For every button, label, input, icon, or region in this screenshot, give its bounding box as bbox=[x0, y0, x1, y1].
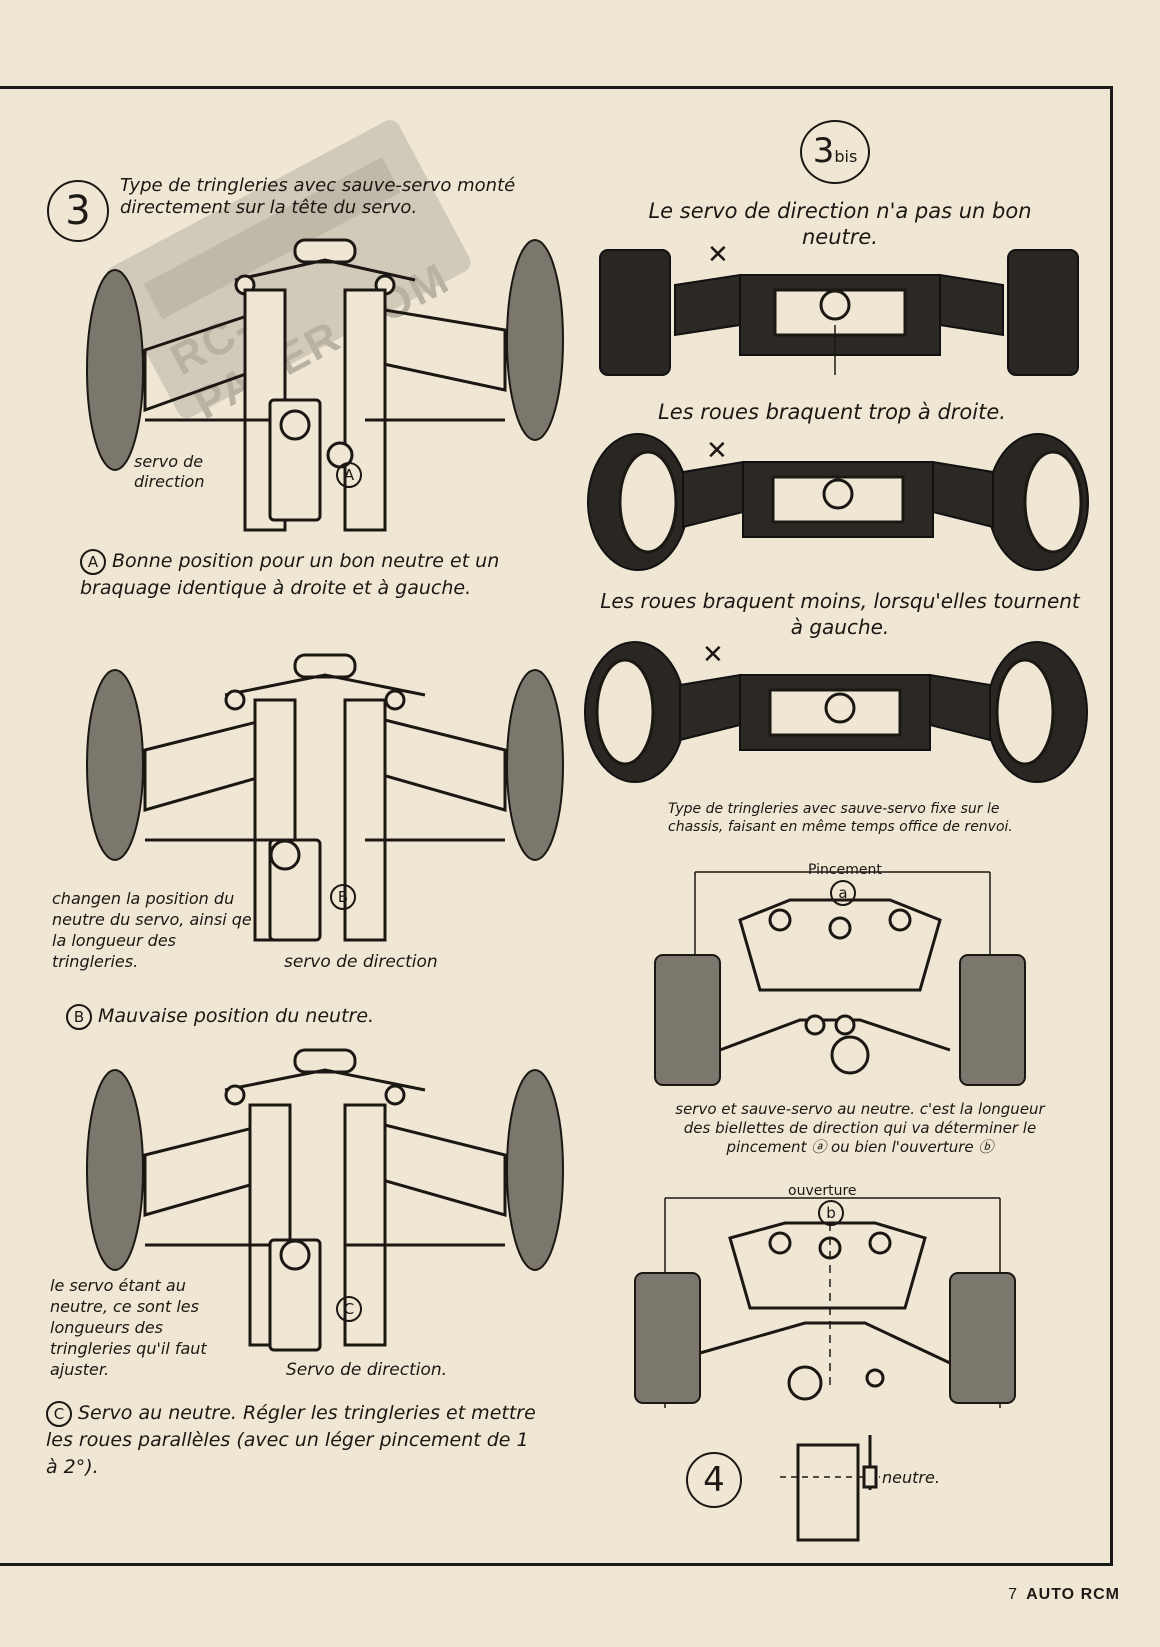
diagram-C-chassis bbox=[86, 1048, 564, 1352]
note-B-text: Mauvaise position du neutre. bbox=[98, 1005, 375, 1027]
section3bis-heading2: Les roues braquent trop à droite. bbox=[658, 400, 1006, 424]
marker-a: a bbox=[830, 880, 862, 906]
note-C-marker: C bbox=[46, 1401, 72, 1427]
neutre-label: neutre. bbox=[882, 1468, 940, 1487]
cross-mark-2: ✕ bbox=[706, 436, 728, 466]
servo-label-B: servo de direction bbox=[284, 952, 438, 972]
diagram-3bis-3 bbox=[584, 641, 1088, 783]
note-C-text: Servo au neutre. Régler les tringleries … bbox=[46, 1402, 536, 1478]
cross-mark-3: ✕ bbox=[702, 640, 724, 670]
servo-note-C: le servo étant au neutre, ce sont les lo… bbox=[50, 1276, 207, 1379]
diagram-3bis-1 bbox=[599, 249, 1079, 376]
ouverture-label: ouverture bbox=[788, 1183, 857, 1199]
diagram-pincement bbox=[654, 871, 1026, 1086]
section3bis-number: 3bis bbox=[800, 120, 870, 184]
note-B: B Mauvaise position du neutre. bbox=[66, 1004, 374, 1030]
page-frame bbox=[0, 86, 1113, 1566]
section3-number: 3 bbox=[47, 180, 109, 242]
marker-b: b bbox=[818, 1200, 850, 1226]
section3bis-heading1: Le servo de direction n'a pas un bon neu… bbox=[648, 199, 1032, 249]
pincement-label: Pincement bbox=[808, 862, 882, 878]
section4-number: 4 bbox=[686, 1452, 742, 1508]
cross-mark-1: ✕ bbox=[707, 240, 729, 270]
servo-label-A: servo de direction bbox=[134, 452, 205, 491]
marker-C: C bbox=[336, 1296, 368, 1322]
servo-neutre-diagram bbox=[780, 1435, 880, 1542]
diagram-B-chassis bbox=[86, 653, 564, 942]
diagram-ouverture bbox=[634, 1197, 1016, 1408]
page-number: 7 bbox=[1008, 1586, 1019, 1603]
marker-B: B bbox=[330, 884, 362, 910]
servo-label-C: Servo de direction. bbox=[286, 1360, 448, 1380]
diagram-A-chassis bbox=[86, 238, 564, 532]
marker-A: A bbox=[336, 462, 368, 488]
magazine-name: AUTO RCM bbox=[1026, 1586, 1120, 1603]
note-A-marker: A bbox=[80, 549, 106, 575]
section3bis-heading3: Les roues braquent moins, lorsqu'elles t… bbox=[600, 589, 1080, 639]
section3bis-suffix: bis bbox=[834, 147, 858, 166]
section3bis-number-digit: 3 bbox=[812, 131, 835, 171]
section3-caption: Type de tringleries avec sauve-servo mon… bbox=[120, 175, 516, 218]
note-B-marker: B bbox=[66, 1004, 92, 1030]
changes-label: changen la position du neutre du servo, … bbox=[52, 889, 252, 971]
note-A-text: Bonne position pour un bon neutre et un … bbox=[80, 550, 500, 599]
page-footer: 7 AUTO RCM bbox=[1008, 1586, 1120, 1604]
neutre-note: servo et sauve-servo au neutre. c'est la… bbox=[675, 1100, 1045, 1156]
diagram-3bis-2 bbox=[587, 433, 1089, 571]
section3bis-caption: Type de tringleries avec sauve-servo fix… bbox=[668, 801, 1013, 835]
